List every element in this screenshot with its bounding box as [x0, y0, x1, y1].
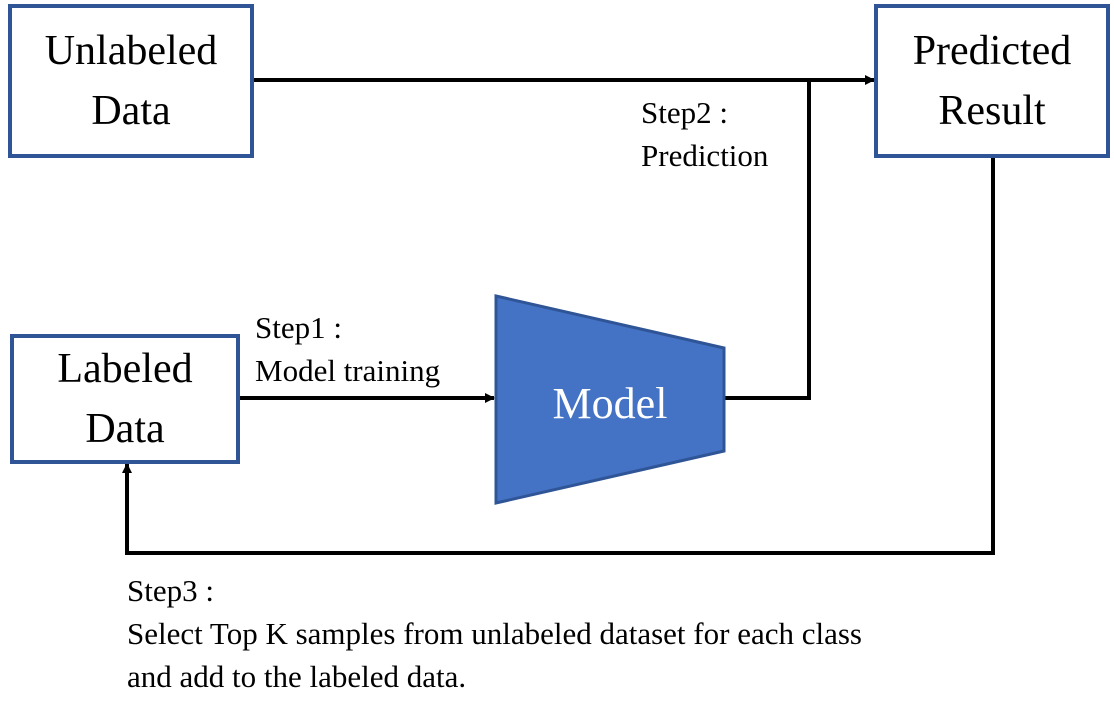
step2-desc: Prediction	[641, 138, 769, 173]
connector-model-to-prediction	[725, 80, 811, 400]
step3-label: Step3 : Select Top K samples from unlabe…	[127, 569, 862, 698]
step1-title: Step1 :	[255, 310, 342, 345]
step1-label: Step1 : Model training	[255, 306, 440, 392]
unlabeled-data-line1: Unlabeled	[44, 28, 218, 74]
step3-line1: Select Top K samples from unlabeled data…	[127, 616, 862, 651]
predicted-result-line2: Result	[938, 88, 1046, 134]
step3-title: Step3 :	[127, 573, 214, 608]
unlabeled-data-box: Unlabeled Data	[8, 4, 254, 158]
predicted-result-line1: Predicted	[912, 28, 1072, 74]
step1-desc: Model training	[255, 353, 441, 388]
labeled-data-line2: Data	[85, 406, 165, 452]
arrow-predicted-to-labeled	[122, 158, 995, 555]
labeled-data-box: Labeled Data	[10, 334, 240, 464]
step3-line2: and add to the labeled data.	[127, 659, 467, 694]
labeled-data-line1: Labeled	[57, 346, 193, 392]
predicted-result-box: Predicted Result	[874, 4, 1110, 158]
model-label: Model	[552, 379, 668, 428]
model-shape	[494, 294, 726, 505]
step2-title: Step2 :	[641, 95, 728, 130]
unlabeled-data-line2: Data	[91, 88, 171, 134]
step2-label: Step2 : Prediction	[641, 91, 768, 177]
